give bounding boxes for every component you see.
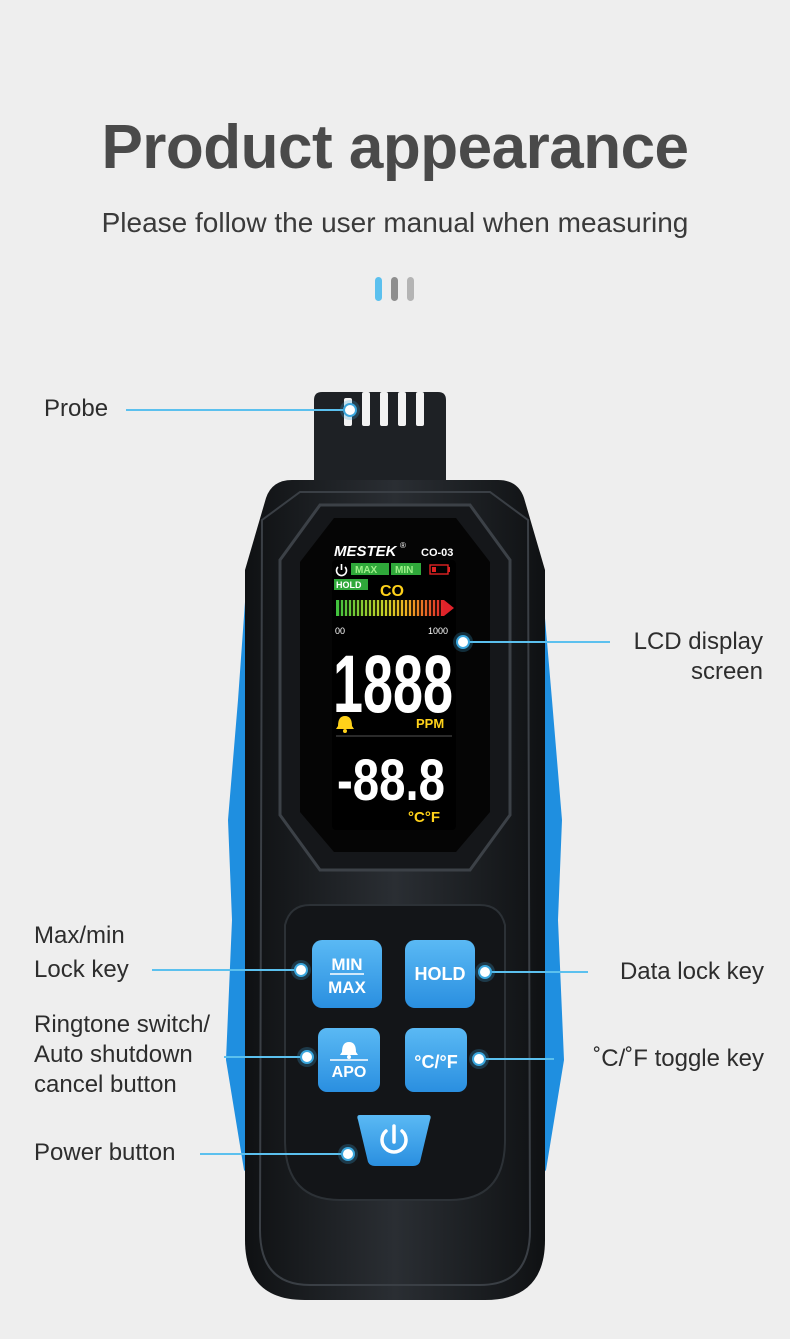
lcd-scale-max: 1000 [428,626,448,636]
pager-bar [407,277,414,301]
ringtone-label-line1: Ringtone switch/ [34,1011,211,1038]
lcd-ppm-reading: 1888 [333,639,453,730]
bell-icon [340,1042,358,1059]
cf-label: °C/°F [414,1052,457,1072]
hold-button-shape [405,940,475,1008]
ringtone-marker [300,1050,314,1064]
toggle-marker [472,1052,486,1066]
lcd-label-line2: screen [690,658,763,685]
maxmin-marker [294,963,308,977]
min-label: MIN [331,955,362,974]
probe-marker [343,403,357,417]
lcd-hold-text: HOLD [336,580,362,590]
lcd-temperature-reading: -88.8 [337,748,445,813]
probe-leader-line [126,409,348,411]
lcd-temperature-unit: °C°F [408,809,440,826]
maxmin-label-line1: Max/min [34,922,125,949]
lcd-level-bar [336,600,454,616]
power-icon [380,1124,408,1154]
lcd-scale-min: 00 [335,626,345,636]
toggle-leader-line [482,1058,554,1060]
ringtone-label-line3: cancel button [34,1071,177,1098]
ringtone-leader-line [224,1056,302,1058]
lcd-max-text: MAX [355,565,378,576]
ringtone-label-line2: Auto shutdown [34,1041,193,1068]
maxmin-label-line2: Lock key [34,956,129,983]
model-label: CO-03 [421,547,453,559]
pager-bar [391,277,398,301]
page-title: Product appearance [101,113,689,182]
brand-logo: MESTEK [334,543,398,560]
lcd-marker [456,635,470,649]
power-leader-line [200,1153,344,1155]
cf-button-shape [405,1028,467,1092]
pager-bar-active [375,277,382,301]
lcd-leader-line [465,641,610,643]
probe [314,392,446,488]
hold-label: HOLD [415,964,466,984]
lcd-gas-label: CO [380,583,404,600]
maxmin-leader-line [152,969,298,971]
lcd-max-badge [351,563,389,575]
power-marker [341,1147,355,1161]
alarm-bell-icon [336,716,354,733]
lcd-label-line1: LCD display [633,628,763,655]
data-lock-marker [478,965,492,979]
power-label: Power button [34,1139,176,1166]
lcd-min-badge [391,563,421,575]
data-lock-label: Data lock key [619,958,764,985]
lcd-ppm-unit: PPM [416,716,444,731]
probe-label: Probe [44,395,109,422]
brand-registered-mark: ® [400,541,406,550]
lcd-power-icon [335,564,348,577]
max-label: MAX [328,978,366,997]
data-lock-leader-line [486,971,588,973]
lcd-screen [332,560,456,830]
lcd-min-text: MIN [395,565,413,576]
toggle-label: ˚C/˚F toggle key [593,1045,764,1072]
page-subtitle: Please follow the user manual when measu… [101,207,689,238]
apo-label: APO [332,1064,367,1081]
lcd-hold-badge [334,579,368,590]
battery-icon [429,564,450,575]
